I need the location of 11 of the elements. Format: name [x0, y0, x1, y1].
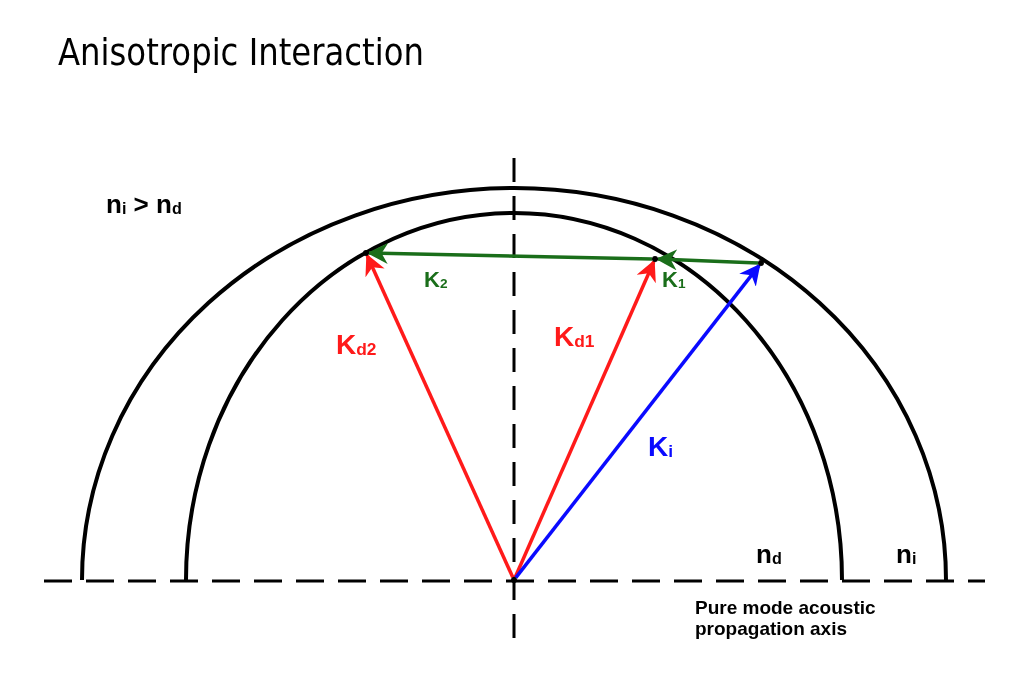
vector-tip: [652, 256, 658, 262]
vector-arrow: [365, 253, 515, 578]
vector-arrow: [366, 242, 653, 264]
vector-arrow: [655, 249, 759, 271]
vector-tip: [363, 250, 369, 256]
diagram-title: Anisotropic Interaction: [58, 30, 424, 74]
vector-tip: [511, 577, 517, 583]
vector-tip: [758, 260, 764, 266]
vector-arrow: [514, 263, 761, 579]
axis-label: Pure mode acoustic propagation axis: [695, 598, 877, 640]
vector-arrow: [513, 259, 656, 578]
